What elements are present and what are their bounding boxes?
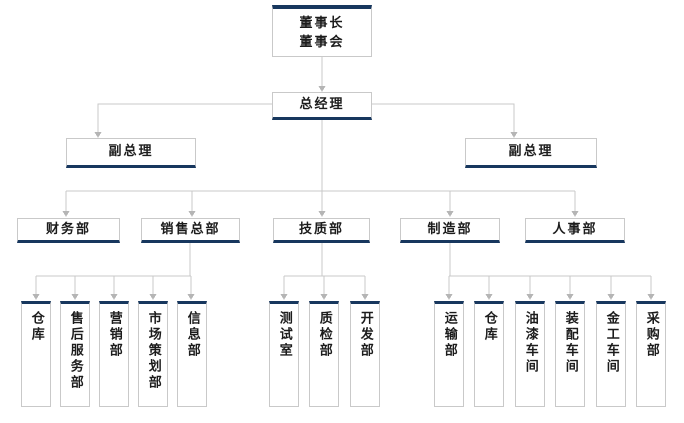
node-purchasing: 采购部 [636, 301, 666, 407]
node-test-room: 测试室 [269, 301, 299, 407]
node-deputy-gm-left: 副总理 [66, 138, 196, 168]
node-metalwork-workshop: 金工车间 [596, 301, 626, 407]
node-dept-manufacturing: 制造部 [400, 218, 500, 243]
arrow-down-icons [32, 86, 655, 300]
node-after-sales-service: 售后服务部 [60, 301, 90, 407]
node-dept-finance: 财务部 [17, 218, 120, 243]
chairman-line: 董事长 [299, 15, 345, 31]
node-general-manager: 总经理 [272, 92, 372, 120]
node-deputy-gm-right: 副总理 [465, 138, 597, 168]
node-dept-hr: 人事部 [525, 218, 625, 243]
node-warehouse-1: 仓库 [21, 301, 51, 407]
node-warehouse-2: 仓库 [474, 301, 504, 407]
node-dept-sales-hq: 销售总部 [141, 218, 240, 243]
node-market-planning: 市场策划部 [138, 301, 168, 407]
node-quality-inspection: 质检部 [309, 301, 339, 407]
node-assembly-workshop: 装配车间 [555, 301, 585, 407]
node-information: 信息部 [177, 301, 207, 407]
node-paint-workshop: 油漆车间 [515, 301, 545, 407]
node-development: 开发部 [350, 301, 380, 407]
node-dept-tech-quality: 技质部 [273, 218, 370, 243]
node-transport: 运输部 [434, 301, 464, 407]
node-marketing: 营销部 [99, 301, 129, 407]
board-line: 董事会 [299, 34, 345, 50]
node-chairman-board: 董事长 董事会 [272, 5, 372, 57]
